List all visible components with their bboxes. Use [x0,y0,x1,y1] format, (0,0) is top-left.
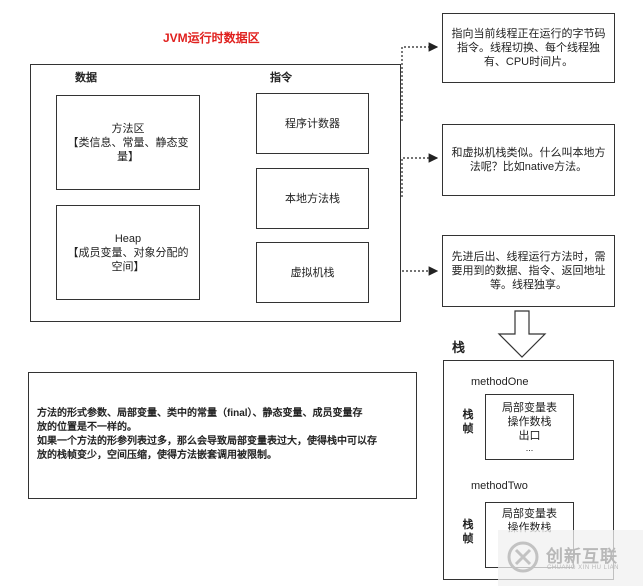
method-area-desc-end: 量】 [117,150,139,163]
description-line1: 方法的形式参数、局部变量、类中的常量（final）、静态变量、成员变量存 [37,408,363,419]
method-area-name: 方法区 [111,122,145,135]
frame-label-two-a: 栈 [462,519,474,531]
heap-desc-end: 空间】 [111,260,145,273]
description-box: 方法的形式参数、局部变量、类中的常量（final）、静态变量、成员变量存 放的位… [28,372,417,499]
method-two-name: methodTwo [471,480,528,492]
instr-heading: 指令 [270,72,292,84]
frame-label-one-b: 帧 [462,423,474,435]
description-line3: 如果一个方法的形参列表过多，那么会导致局部变量表过大，使得栈中可以存 [37,436,377,447]
data-heading: 数据 [75,72,97,84]
heap-name: Heap [114,232,142,245]
heap-desc: 【成员变量、对象分配的 [67,246,189,259]
native-note-line2: 法呢？比如native方法。 [469,161,588,173]
watermark-brand: 创新互联 [546,547,618,566]
native-note: 和虚拟机栈类似。什么叫本地方 法呢？比如native方法。 [442,124,615,196]
vm-note-line3: 等。线程独享。 [490,279,567,291]
method-area-box: 方法区 【类信息、常量、静态变 量】 [56,95,200,190]
stack-heading: 栈 [452,340,466,355]
vm-stack-box: 虚拟机栈 [256,242,369,303]
description-line2: 放的位置是不一样的。 [37,422,137,433]
watermark-pinyin: CHUANG XIN HU LIAN [547,565,620,571]
native-stack-box: 本地方法栈 [256,168,369,229]
operand-stack: 操作数栈 [507,416,552,428]
frame-label-one-a: 栈 [462,409,474,421]
swirl-x-logo-icon [507,541,539,573]
pc-register-box: 程序计数器 [256,93,369,154]
down-arrow [497,310,547,358]
description-line4: 放的栈帧变少，空间压缩，使得方法嵌套调用被限制。 [37,450,277,461]
native-note-line1: 和虚拟机栈类似。什么叫本地方 [451,147,606,159]
vm-note: 先进后出、线程运行方法时，需 要用到的数据、指令、返回地址 等。线程独享。 [442,235,615,307]
pc-note-line3: 有、CPU时间片。 [483,56,574,68]
pc-note: 指向当前线程正在运行的字节码 指令。线程切换、每个线程独 有、CPU时间片。 [442,13,615,83]
vm-note-line1: 先进后出、线程运行方法时，需 [451,251,606,263]
pc-note-line2: 指令。线程切换、每个线程独 [457,42,600,54]
method-area-desc: 【类信息、常量、静态变 [67,136,189,149]
method-one-name: methodOne [471,376,529,388]
pc-note-line1: 指向当前线程正在运行的字节码 [451,28,606,40]
frame-label-two: 栈 帧 [460,518,476,546]
vm-note-line2: 要用到的数据、指令、返回地址 [451,265,606,277]
method-one-frame: 局部变量表 操作数栈 出口 ... [485,394,574,460]
diagram-title: JVM运行时数据区 [163,31,260,45]
more-ellipsis: ... [525,443,534,453]
return-exit: 出口 [518,430,541,442]
frame-label-one: 栈 帧 [460,408,476,436]
watermark: 创新互联 CHUANG XIN HU LIAN [498,530,643,586]
frame-label-two-b: 帧 [462,533,474,545]
local-var-table-two: 局部变量表 [502,508,557,520]
local-var-table: 局部变量表 [502,402,557,414]
heap-box: Heap 【成员变量、对象分配的 空间】 [56,205,200,300]
